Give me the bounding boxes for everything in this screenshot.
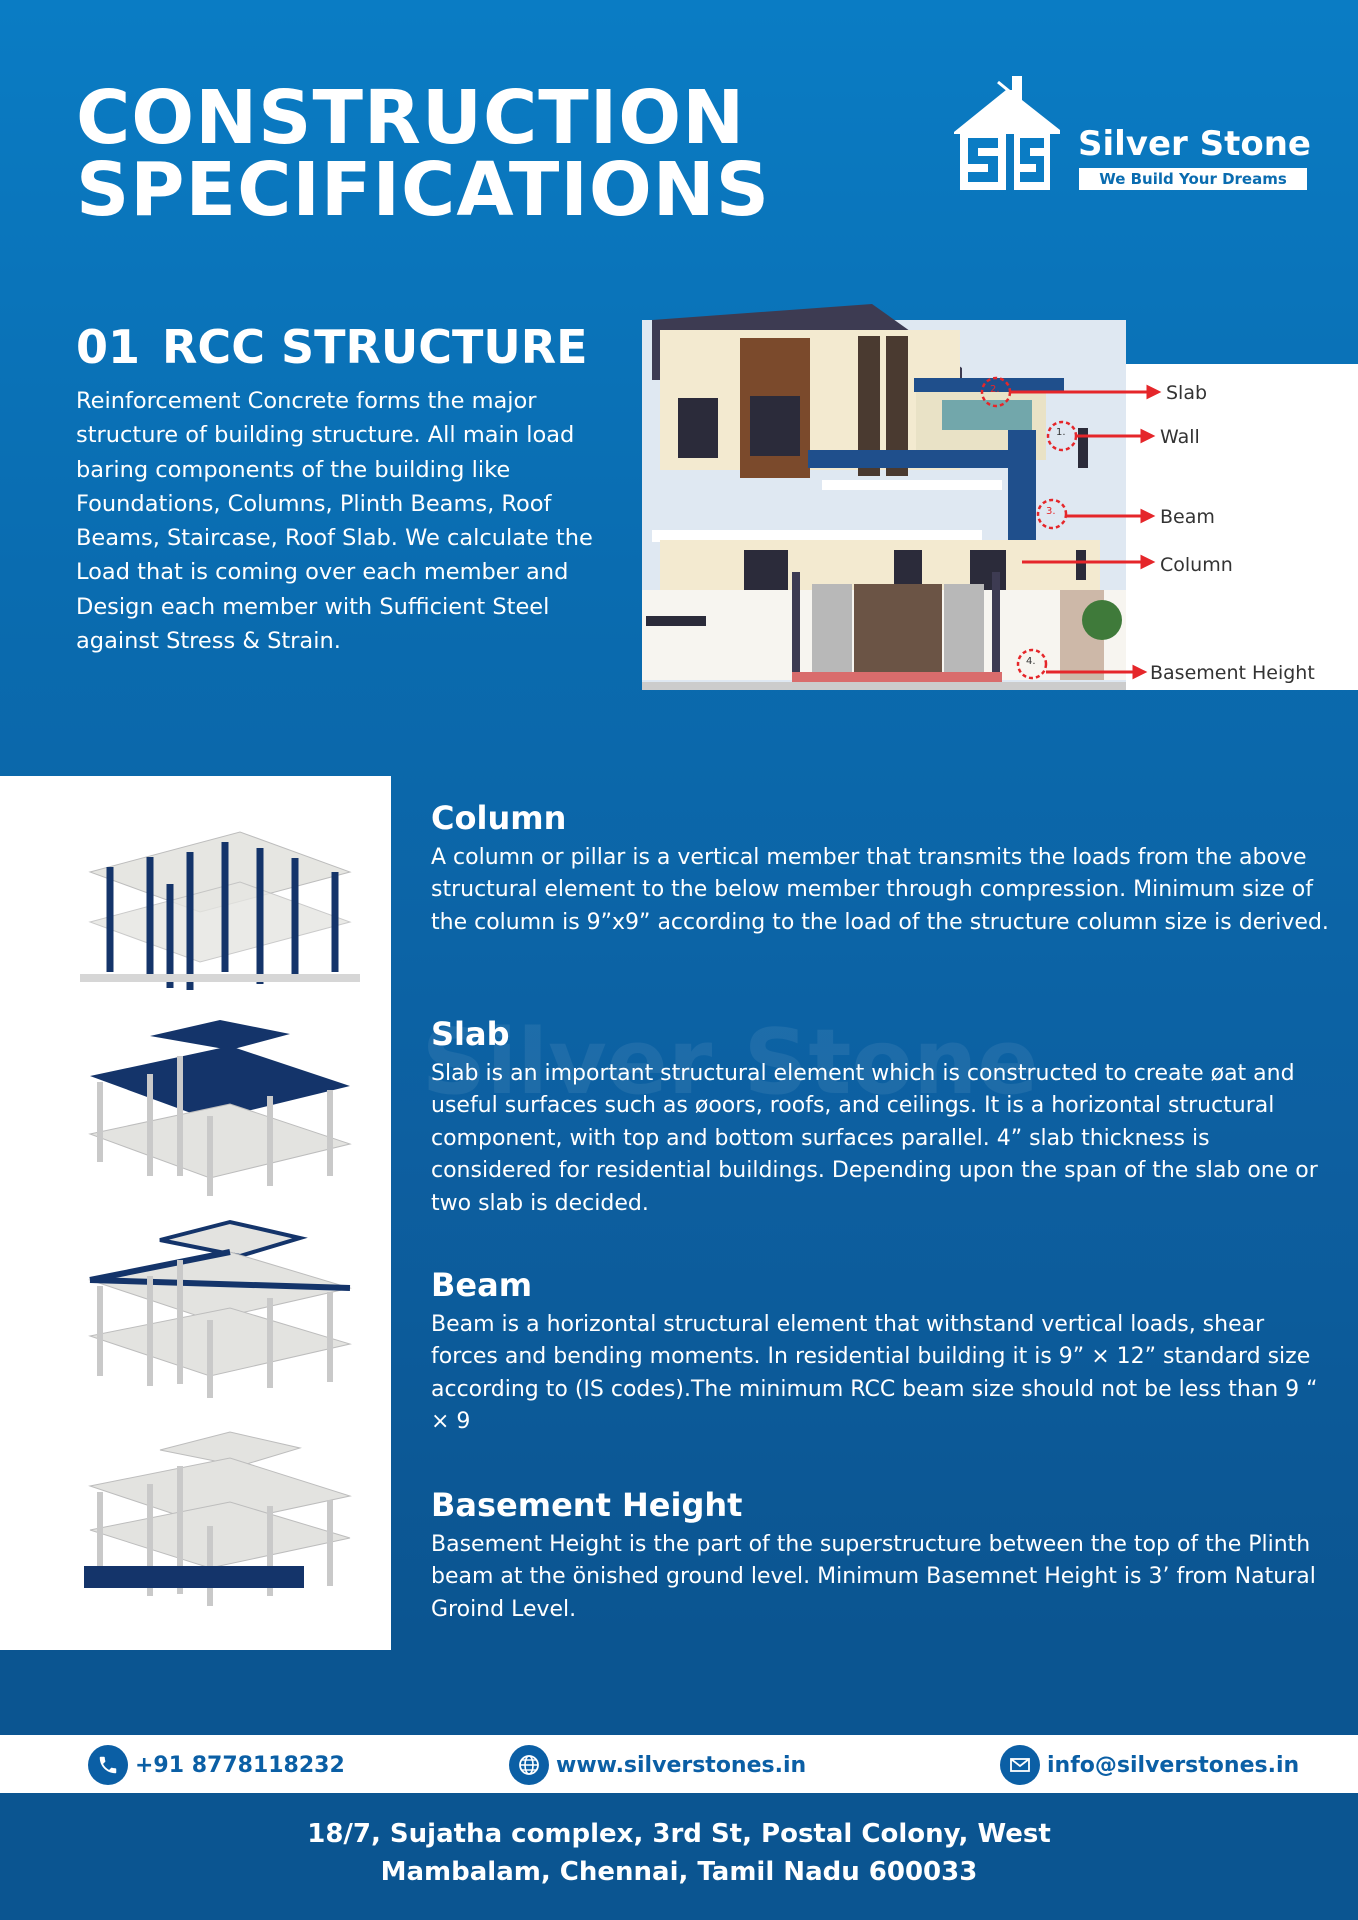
component-basement-height: Basement Height Basement Height is the p… — [431, 1485, 1331, 1626]
label-slab: Slab — [1166, 382, 1208, 404]
address-bar: 18/7, Sujatha complex, 3rd St, Postal Co… — [0, 1793, 1358, 1920]
beam-structure-image — [88, 1219, 352, 1398]
brand-tagline: We Build Your Dreams — [1079, 168, 1307, 190]
section-number: 01 — [76, 320, 141, 374]
component-title: Column — [431, 799, 567, 837]
basement-structure-image — [84, 1431, 352, 1606]
section-intro: Reinforcement Concrete forms the major s… — [76, 388, 593, 655]
component-title: Slab — [431, 1015, 510, 1053]
house-diagram: 1. 2. 3. 4. Slab Wall Beam Column Baseme… — [642, 300, 1358, 690]
component-description: Basement Height is the part of the super… — [431, 1532, 1316, 1622]
structure-images-panel — [0, 776, 391, 1650]
address-line-2: Mambalam, Chennai, Tamil Nadu 600033 — [380, 1857, 978, 1887]
marker-4: 4. — [1026, 656, 1036, 667]
globe-icon — [509, 1745, 549, 1785]
component-title: Beam — [431, 1266, 533, 1304]
brand-logo: Silver Stone We Build Your Dreams — [950, 72, 1311, 197]
label-column: Column — [1160, 554, 1233, 576]
title-line-2: SPECIFICATIONS — [76, 147, 770, 233]
office-address: 18/7, Sujatha complex, 3rd St, Postal Co… — [0, 1815, 1358, 1891]
page-title: CONSTRUCTION SPECIFICATIONS — [76, 75, 836, 233]
email-address: info@silverstones.in — [1047, 1752, 1300, 1778]
website-url: www.silverstones.in — [556, 1752, 807, 1778]
component-description: Slab is an important structural element … — [431, 1061, 1318, 1216]
component-slab: Slab Slab is an important structural ele… — [431, 1014, 1331, 1220]
title-line-1: CONSTRUCTION — [76, 75, 746, 161]
house-illustration — [642, 304, 1162, 690]
column-structure-image — [80, 831, 360, 990]
label-wall: Wall — [1160, 426, 1200, 448]
label-beam: Beam — [1160, 506, 1215, 528]
mail-icon — [1000, 1745, 1040, 1785]
contact-bar: +91 8778118232 www.silverstones.in info@… — [0, 1735, 1358, 1793]
diagram-label-panel — [1126, 364, 1358, 690]
address-line-1: 18/7, Sujatha complex, 3rd St, Postal Co… — [307, 1819, 1051, 1849]
section-title: RCC STRUCTURE — [162, 320, 588, 374]
brand-watermark: Silver Stone — [421, 1010, 1039, 1115]
marker-2: 2. — [990, 384, 1000, 395]
component-beam: Beam Beam is a horizontal structural ele… — [431, 1265, 1331, 1439]
marker-3: 3. — [1046, 506, 1056, 517]
website-contact[interactable]: www.silverstones.in — [509, 1745, 806, 1785]
marker-1: 1. — [1056, 427, 1066, 438]
section-heading: 01 RCC STRUCTURE — [76, 320, 588, 374]
component-title: Basement Height — [431, 1486, 743, 1524]
component-description: Beam is a horizontal structural element … — [431, 1312, 1318, 1435]
phone-contact[interactable]: +91 8778118232 — [88, 1745, 345, 1785]
phone-icon — [88, 1745, 128, 1785]
label-basement-height: Basement Height — [1150, 662, 1315, 684]
component-column: Column A column or pillar is a vertical … — [431, 798, 1331, 939]
brand-name: Silver Stone — [1078, 124, 1311, 164]
phone-number: +91 8778118232 — [135, 1752, 345, 1778]
slab-structure-image — [88, 1020, 352, 1196]
email-contact[interactable]: info@silverstones.in — [1000, 1745, 1299, 1785]
component-description: A column or pillar is a vertical member … — [431, 845, 1329, 935]
house-ss-logo-icon — [954, 76, 1060, 190]
